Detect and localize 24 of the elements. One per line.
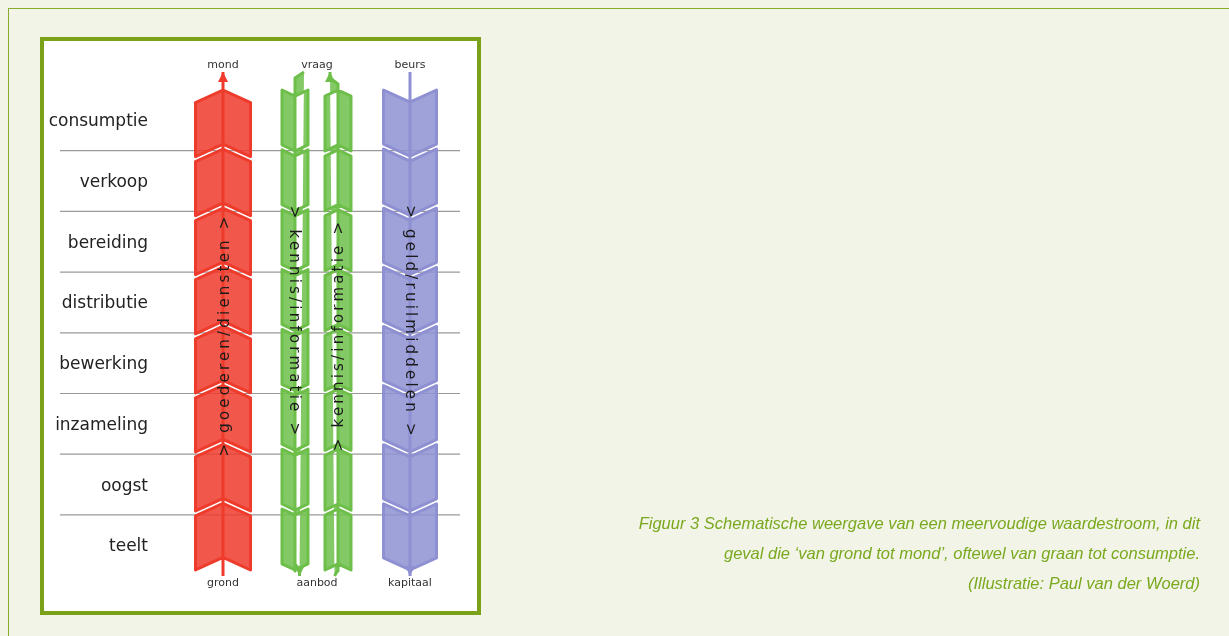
stream-end-label: beurs xyxy=(394,58,426,72)
stage-label: bewerking xyxy=(59,353,148,374)
credit-text: (Illustratie: Paul van der Woerd) xyxy=(968,573,1200,594)
stream-end-label: kapitaal xyxy=(388,576,432,590)
stage-label: consumptie xyxy=(48,110,148,131)
chevron-flow-arrow xyxy=(323,70,353,578)
stream-end-label: mond xyxy=(207,58,239,72)
stream-end-label: aanbod xyxy=(296,576,338,590)
chevron-flow-arrow xyxy=(382,70,438,578)
stage-label: oogst xyxy=(100,474,148,495)
edge-label: > kennis/informatie > xyxy=(329,218,348,452)
stream-end-label: vraag xyxy=(301,58,333,72)
stream-end-label: grond xyxy=(207,576,239,590)
edge-label: > geld/ruilmiddelen > xyxy=(401,205,420,439)
edge-label: > kennis/informatie > xyxy=(286,205,305,439)
stage-label: distributie xyxy=(61,292,148,313)
stage-label: verkoop xyxy=(79,171,148,192)
chevron-flow-arrow xyxy=(194,70,252,578)
edge-label: > goederen/diensten > xyxy=(214,213,232,457)
figure-caption: Figuur 3 Schematische weergave van een meervoudige waardestroom, in dit geval die ‘van grond tot mond’, oftewel van graan tot consumptie. xyxy=(637,513,1200,564)
stage-label: inzameling xyxy=(55,413,148,434)
stage-label: teelt xyxy=(109,535,148,556)
chevron-flow-arrow xyxy=(280,70,310,578)
stage-label: bereiding xyxy=(67,231,148,252)
